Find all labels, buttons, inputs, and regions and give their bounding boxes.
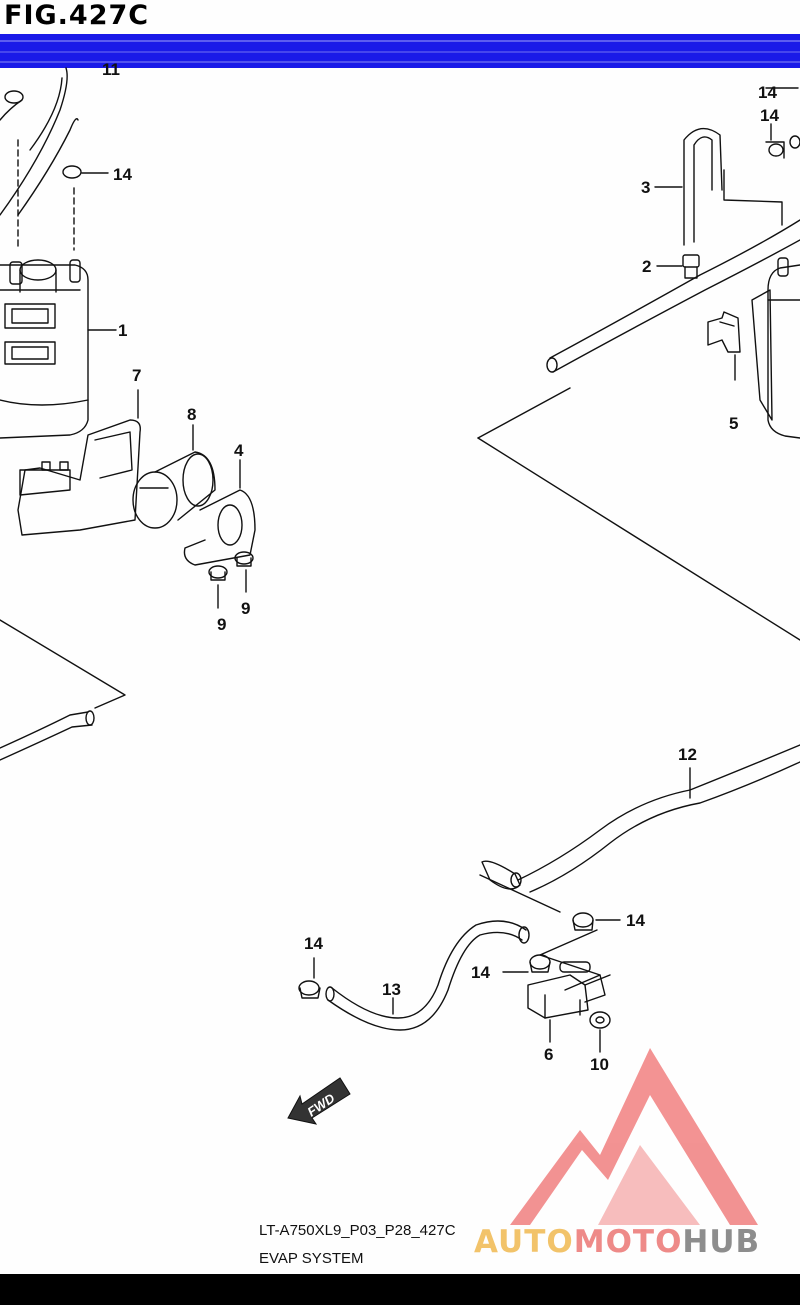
callout-7: 7 (132, 366, 141, 385)
logo-part-auto: AUTO (474, 1224, 574, 1260)
hose-3 (683, 127, 723, 246)
hose-top-left-2 (17, 118, 79, 216)
hose-right-upper (549, 219, 800, 359)
callout-14: 14 (760, 106, 779, 125)
clamp-lower-b (529, 954, 551, 973)
callout-14: 14 (758, 83, 777, 102)
hose-13 (327, 931, 523, 1031)
callout-13: 13 (382, 980, 401, 999)
rubber-sleeve (132, 451, 216, 529)
callout-4: 4 (234, 441, 244, 460)
canister (0, 259, 89, 439)
callout-14: 14 (471, 963, 490, 982)
callout-3: 3 (641, 178, 650, 197)
bolt-a (208, 565, 228, 581)
bolt-b (234, 551, 254, 567)
nut-10 (589, 1011, 611, 1029)
canister-right (751, 257, 800, 439)
hose-left-lower (0, 711, 89, 749)
automotohub-logo-mark (510, 1048, 758, 1225)
bracket-5 (707, 311, 741, 353)
callout-1: 1 (118, 321, 127, 340)
header-banner (0, 34, 800, 68)
callout-14: 14 (113, 165, 132, 184)
clamp-top-left (4, 90, 24, 104)
hose-top-left-3 (29, 77, 63, 151)
callout-14: 14 (626, 911, 645, 930)
diagram-code: LT-A750XL9_P03_P28_427C (259, 1222, 456, 1239)
hose-12 (517, 744, 800, 881)
callout-14: 14 (304, 934, 323, 953)
callout-8: 8 (187, 405, 196, 424)
logo-part-moto: MOTO (573, 1224, 683, 1260)
callout-12: 12 (678, 745, 697, 764)
hose-top-left (0, 67, 68, 216)
clamp-upper-left (62, 165, 82, 179)
automotohub-logo: AUTOMOTOHUB (474, 1224, 760, 1260)
callout-5: 5 (729, 414, 738, 433)
figure-title: FIG.427C (4, 0, 150, 31)
clamp-top-right (768, 143, 784, 157)
bracket (17, 419, 141, 536)
holder (183, 489, 256, 566)
joint-2 (682, 254, 700, 279)
callout-11: 11 (102, 60, 120, 79)
fwd-arrow: FWD (287, 1077, 351, 1125)
callout-10: 10 (590, 1055, 609, 1074)
callout-2: 2 (642, 257, 651, 276)
clamp-lower-c (298, 980, 321, 999)
callout-9: 9 (241, 599, 250, 618)
clamp-lower-a (572, 912, 594, 931)
solenoid-valve (527, 961, 611, 1019)
callout-6: 6 (544, 1045, 553, 1064)
logo-part-hub: HUB (682, 1224, 761, 1260)
diagram-caption: EVAP SYSTEM (259, 1250, 364, 1267)
bottom-bar (0, 1274, 800, 1305)
callout-9: 9 (217, 615, 226, 634)
